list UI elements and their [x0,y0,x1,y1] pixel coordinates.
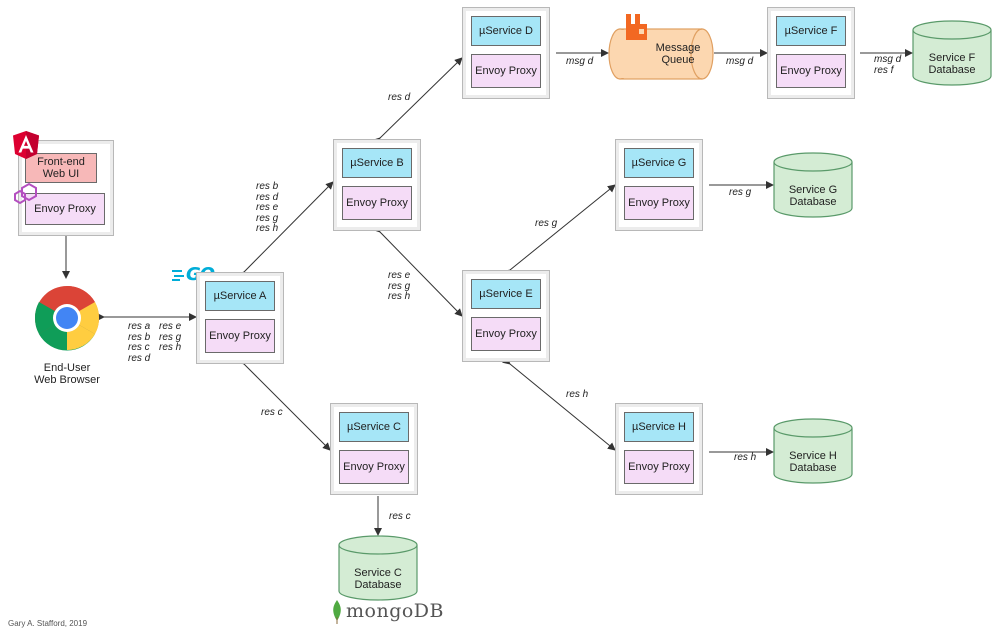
service-e: µService E [471,279,541,309]
envoy-proxy-f: Envoy Proxy [776,54,846,88]
label-browser-a-2: res e res g res h [159,321,182,353]
edge-a-c [236,356,331,451]
service-h: µService H [624,412,694,442]
edge-b-e [372,224,463,317]
browser-label: End-User Web Browser [34,362,100,386]
edge-e-g [502,184,616,278]
label-b-d: res d [388,92,411,103]
chrome-browser-icon [34,285,100,351]
label-e-g: res g [535,218,558,229]
service-h-database-label: Service H Database [789,450,837,474]
service-g-database-label: Service G Database [788,184,838,208]
label-a-b: res b res d res e res g res h [256,181,279,234]
service-e-pod: µService E Envoy Proxy [462,270,550,362]
edge-a-b [236,181,334,280]
angular-icon [13,131,39,159]
service-a: µService A [205,281,275,311]
service-f-database: Service F Database [912,20,992,86]
service-f-database-label: Service F Database [928,52,976,76]
service-f-pod: µService F Envoy Proxy [767,7,855,99]
rabbitmq-icon [626,14,647,40]
label-f-db: msg d res f [874,54,902,76]
envoy-proxy-h: Envoy Proxy [624,450,694,484]
credit-text: Gary A. Stafford, 2019 [8,619,88,628]
label-b-e: res e res g res h [388,270,411,302]
label-queue-f: msg d [726,56,754,67]
service-a-pod: µService A Envoy Proxy [196,272,284,364]
envoy-proxy-frontend: Envoy Proxy [25,193,105,225]
label-g-db: res g [729,187,752,198]
label-c-db: res c [389,511,411,522]
envoy-proxy-b: Envoy Proxy [342,186,412,220]
service-c-pod: µService C Envoy Proxy [330,403,418,495]
label-h-db: res h [734,452,757,463]
edge-b-d [372,57,463,146]
envoy-proxy-e: Envoy Proxy [471,317,541,351]
service-d: µService D [471,16,541,46]
service-d-pod: µService D Envoy Proxy [462,7,550,99]
envoy-proxy-c: Envoy Proxy [339,450,409,484]
label-a-c: res c [261,407,283,418]
service-h-pod: µService H Envoy Proxy [615,403,703,495]
frontend-pod: Front-end Web UI Envoy Proxy [18,140,114,236]
envoy-icon [14,182,37,205]
mongodb-leaf-icon [333,600,341,624]
message-queue: Message Queue [608,28,714,80]
service-g-pod: µService G Envoy Proxy [615,139,703,231]
envoy-proxy-g: Envoy Proxy [624,186,694,220]
frontend-web-ui: Front-end Web UI [25,153,97,183]
message-queue-label: Message Queue [655,42,701,66]
service-b-pod: µService B Envoy Proxy [333,139,421,231]
label-browser-a-1: res a res b res c res d [128,321,151,364]
service-g-database: Service G Database [773,152,853,218]
service-c-database-label: Service C Database [354,567,402,591]
service-h-database: Service H Database [773,418,853,484]
envoy-proxy-d: Envoy Proxy [471,54,541,88]
envoy-proxy-a: Envoy Proxy [205,319,275,353]
mongodb-logo: mongoDB [331,600,444,626]
service-b: µService B [342,148,412,178]
service-f: µService F [776,16,846,46]
service-g: µService G [624,148,694,178]
service-c-database: Service C Database [338,535,418,601]
service-c: µService C [339,412,409,442]
edge-e-h [502,356,616,451]
label-d-queue: msg d [566,56,594,67]
label-e-h: res h [566,389,589,400]
